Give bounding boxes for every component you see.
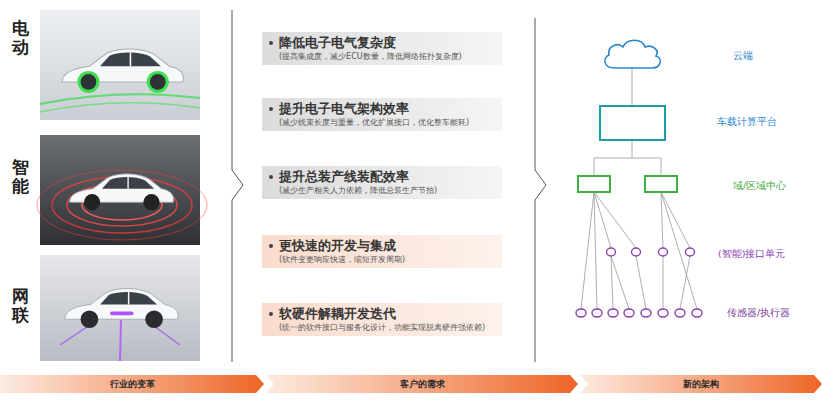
requirement-detail: (统一的软件接口与服务化设计，功能实现脱离硬件强依赖) — [279, 322, 490, 333]
requirement-detail: (软件变更响应快速，缩短开发周期) — [279, 254, 490, 265]
requirement-title: 软硬件解耦开发迭代 — [279, 306, 490, 322]
requirement-title: 提升电子电气架构效率 — [279, 101, 490, 117]
requirement-title: 更快速的开发与集成 — [279, 238, 490, 254]
tier-label: (智能)接口单元 — [718, 248, 785, 260]
requirement-detail: (减少线束长度与重量，优化扩展接口，优化整车能耗) — [279, 117, 490, 128]
requirement-detail: (减少生产相关人力依赖，降低总装生产节拍) — [279, 185, 490, 196]
theme-label: 智能 — [12, 158, 29, 195]
separator — [535, 18, 546, 362]
bullet-dot — [269, 107, 273, 111]
requirement-band: 更快速的开发与集成(软件变更响应快速，缩短开发周期) — [262, 235, 502, 268]
requirement-detail: (提高集成度，减少ECU数量，降低网络拓扑复杂度) — [279, 51, 490, 62]
stage-title: 新的架构 — [683, 378, 719, 391]
bullet-dot — [269, 244, 273, 248]
car-intelligent — [37, 135, 207, 245]
stage-arrow: 客户的需求 — [266, 375, 578, 393]
tier-label: 云端 — [733, 50, 753, 62]
requirement-band: 降低电子电气复杂度(提高集成度，减少ECU数量，降低网络拓扑复杂度) — [262, 32, 502, 65]
tier-label: 车载计算平台 — [717, 116, 777, 128]
car-electric — [40, 10, 200, 120]
stage-arrow: 新的架构 — [580, 375, 822, 393]
bullet-dot — [269, 175, 273, 179]
tier-label: 域/区域中心 — [733, 180, 786, 192]
tier-label: 传感器/执行器 — [727, 307, 790, 319]
separator — [232, 10, 243, 362]
car-connected — [40, 255, 200, 361]
requirement-title: 提升总装产线装配效率 — [279, 169, 490, 185]
bullet-dot — [269, 41, 273, 45]
theme-label: 电动 — [12, 19, 29, 56]
requirement-title: 降低电子电气复杂度 — [279, 35, 490, 51]
bullet-dot — [269, 312, 273, 316]
stage-arrow: 行业的变革 — [0, 375, 264, 393]
theme-label: 网联 — [12, 287, 29, 324]
requirement-band: 软硬件解耦开发迭代(统一的软件接口与服务化设计，功能实现脱离硬件强依赖) — [262, 303, 502, 336]
requirement-band: 提升电子电气架构效率(减少线束长度与重量，优化扩展接口，优化整车能耗) — [262, 98, 502, 131]
requirement-band: 提升总装产线装配效率(减少生产相关人力依赖，降低总装生产节拍) — [262, 166, 502, 199]
stage-title: 客户的需求 — [400, 378, 445, 391]
stage-title: 行业的变革 — [110, 378, 155, 391]
architecture-tree — [576, 40, 702, 317]
